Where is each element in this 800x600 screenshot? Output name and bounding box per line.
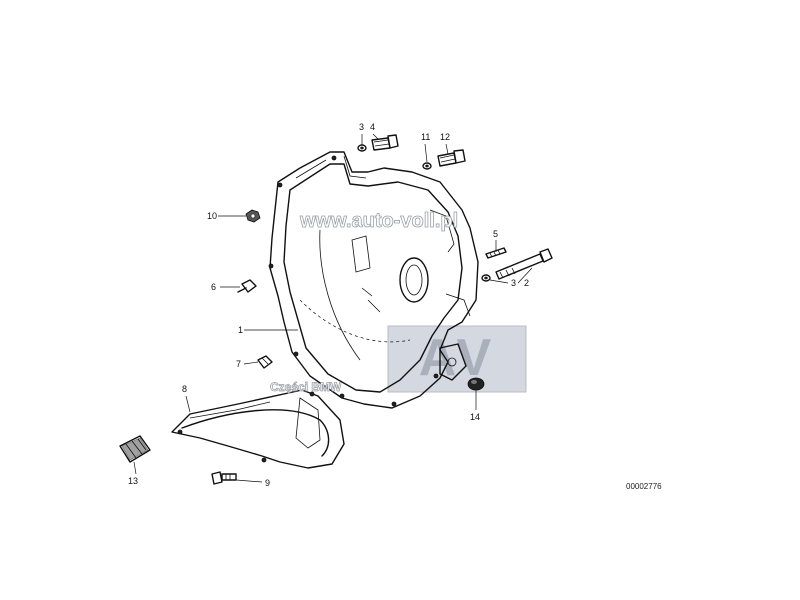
screw-6 bbox=[237, 279, 257, 293]
stud-5 bbox=[485, 247, 507, 259]
reference-number: 00002776 bbox=[626, 482, 662, 491]
callout-1: 1 bbox=[238, 325, 243, 335]
grommet-13 bbox=[119, 435, 151, 463]
washer-11 bbox=[422, 162, 432, 170]
watermark-logo-text: AV bbox=[419, 329, 495, 387]
bolt-9 bbox=[211, 471, 237, 485]
callout-6: 6 bbox=[211, 282, 216, 292]
nut-10 bbox=[245, 209, 261, 223]
callout-8: 8 bbox=[182, 384, 187, 394]
callout-4: 4 bbox=[370, 122, 375, 132]
bolt-4 bbox=[371, 134, 399, 151]
callout-11: 11 bbox=[421, 132, 430, 142]
callout-9: 9 bbox=[265, 478, 270, 488]
washer-right bbox=[481, 274, 491, 282]
washer-top bbox=[357, 144, 367, 152]
callout-13: 13 bbox=[128, 476, 138, 486]
callout-2: 2 bbox=[524, 278, 529, 288]
callout-7: 7 bbox=[236, 359, 241, 369]
callout-10: 10 bbox=[207, 211, 217, 221]
watermark-site: www.auto-voll.pl bbox=[299, 210, 458, 232]
cover-plate bbox=[171, 389, 345, 469]
watermark-logo: AV bbox=[387, 325, 527, 393]
callout-5: 5 bbox=[493, 229, 498, 239]
callout-12: 12 bbox=[440, 132, 450, 142]
plug-14 bbox=[467, 377, 485, 391]
watermark-caption: Części BMW bbox=[270, 380, 342, 394]
bolt-12 bbox=[437, 149, 466, 167]
bell-housing bbox=[268, 151, 479, 409]
callout-14: 14 bbox=[470, 412, 480, 422]
leader-lines bbox=[133, 133, 533, 483]
bolt-2 bbox=[495, 248, 553, 280]
callout-3-top: 3 bbox=[359, 122, 364, 132]
plug-7 bbox=[257, 355, 273, 369]
callout-3-right: 3 bbox=[511, 278, 516, 288]
